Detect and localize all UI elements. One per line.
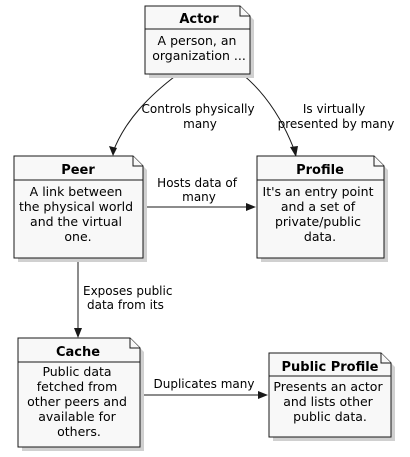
node-actor: Actor A person, an organization ... [144, 5, 254, 78]
node-body-line: data. [304, 229, 336, 244]
edge-peer-cache-arrowhead [74, 328, 82, 338]
node-cache-fold [129, 338, 140, 349]
edge-label-line: data from its [87, 298, 164, 312]
node-actor-body: A person, an organization ... [152, 33, 246, 63]
edge-peer-profile-label: Hosts data of many [157, 176, 241, 204]
edge-label-line: Duplicates many [154, 377, 255, 391]
node-actor-fold [239, 6, 250, 17]
node-public-profile-fold [380, 353, 391, 364]
node-body-line: the physical world [19, 199, 133, 214]
node-peer-box [13, 155, 144, 259]
node-peer-body: A link between the physical world and th… [19, 184, 137, 244]
edge-label-line: presented by many [278, 117, 395, 131]
node-cache-body: Public data fetched from other peers and… [27, 364, 131, 439]
edge-cache-public-profile-label: Duplicates many [154, 377, 255, 391]
edge-actor-peer: Controls physically many [109, 73, 259, 156]
node-body-line: other peers and [27, 394, 127, 409]
node-body-line: fetched from [37, 379, 117, 394]
edge-actor-profile: Is virtually presented by many [241, 73, 395, 157]
node-body-line: It's an entry point [263, 184, 374, 199]
node-peer: Peer A link between the physical world a… [13, 155, 147, 262]
node-actor-title: Actor [179, 12, 219, 27]
node-body-line: Presents an actor [273, 379, 383, 394]
edge-actor-peer-line [112, 73, 179, 153]
edge-cache-public-profile-arrowhead [258, 391, 268, 399]
edge-label-line: many [183, 117, 217, 131]
node-body-line: and the virtual [30, 214, 122, 229]
edge-label-line: many [182, 190, 216, 204]
node-public-profile-box [268, 352, 392, 438]
node-public-profile-title: Public Profile [281, 360, 378, 375]
edge-actor-profile-arrowhead [290, 146, 298, 157]
node-profile-fold [373, 156, 384, 167]
node-profile-box [256, 155, 385, 259]
edge-actor-peer-arrowhead [109, 146, 117, 156]
node-body-line: organization ... [152, 48, 246, 63]
node-public-profile: Public Profile Presents an actor and lis… [268, 352, 395, 441]
node-body-line: and a set of [281, 199, 356, 214]
edge-peer-profile-arrowhead [246, 203, 256, 211]
edge-peer-cache: Exposes public data from its [74, 258, 176, 338]
node-body-line: Public data [42, 364, 111, 379]
node-public-profile-body: Presents an actor and lists other public… [273, 379, 386, 424]
node-body-line: available for [38, 409, 116, 424]
edge-peer-cache-label: Exposes public data from its [83, 284, 176, 312]
edge-label-line: Exposes public [83, 284, 172, 298]
node-body-line: one. [64, 229, 91, 244]
node-profile-title: Profile [296, 163, 344, 178]
node-cache-box [17, 337, 141, 448]
edge-actor-peer-label: Controls physically many [142, 102, 259, 131]
node-profile: Profile It's an entry point and a set of… [256, 155, 388, 262]
edge-cache-public-profile: Duplicates many [140, 377, 268, 399]
node-profile-body: It's an entry point and a set of private… [263, 184, 378, 244]
node-body-line: public data. [293, 409, 367, 424]
edge-peer-profile: Hosts data of many [145, 176, 256, 211]
edge-actor-profile-line [241, 73, 296, 153]
node-actor-box [144, 5, 251, 75]
node-body-line: private/public [275, 214, 361, 229]
edge-label-line: Is virtually [303, 102, 365, 116]
node-body-line: A person, an [158, 33, 237, 48]
node-peer-title: Peer [61, 163, 95, 178]
node-cache: Cache Public data fetched from other pee… [17, 337, 144, 451]
edge-label-line: Controls physically [142, 102, 255, 116]
node-cache-title: Cache [56, 345, 100, 360]
node-peer-fold [132, 156, 143, 167]
node-body-line: A link between [30, 184, 123, 199]
edge-label-line: Hosts data of [157, 176, 238, 190]
edge-actor-profile-label: Is virtually presented by many [278, 102, 395, 131]
node-body-line: others. [57, 424, 101, 439]
node-body-line: and lists other [283, 394, 373, 409]
